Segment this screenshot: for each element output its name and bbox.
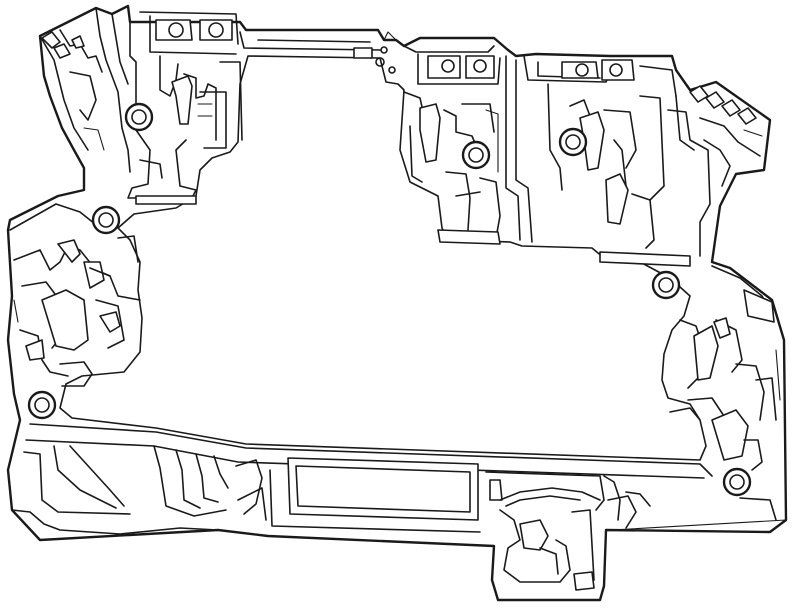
screw-opening-top-center (461, 140, 491, 170)
left-arm-top (39, 7, 131, 173)
right-arm-top (689, 85, 763, 187)
top-bridge (239, 31, 397, 74)
left-foot (11, 509, 219, 535)
left-clamp-lower (9, 203, 141, 387)
din-rail-foot (485, 471, 787, 591)
screw-opening-top-left (124, 102, 154, 132)
center-clamp (403, 45, 533, 245)
central-cavity (59, 55, 707, 461)
right-clamp-upper (523, 55, 711, 267)
left-clamp-upper (127, 11, 243, 205)
marker-slot (739, 497, 777, 521)
rivet-hole (27, 205, 752, 497)
base-rail (23, 423, 713, 533)
right-clamp-lower (669, 265, 781, 471)
screw-opening-top-right (558, 127, 588, 157)
